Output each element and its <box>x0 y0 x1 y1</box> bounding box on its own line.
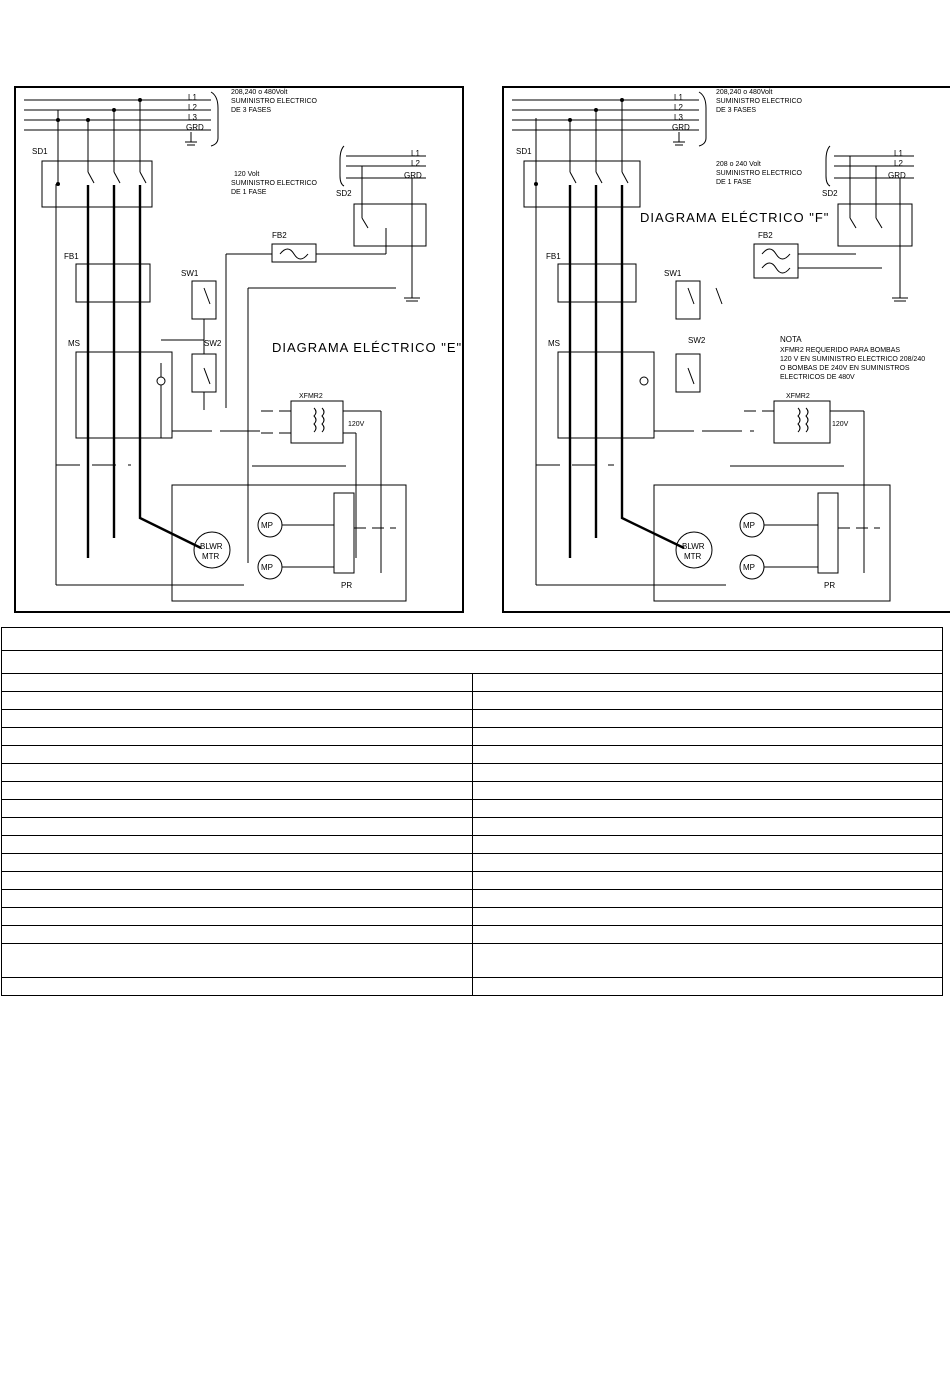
supply-1ph-label: 208 o 240 Volt <box>716 161 761 168</box>
note-line-4: ELECTRICOS DE 480V <box>780 374 855 381</box>
label-blwr: BLWR <box>682 542 705 551</box>
table-row <box>1 709 943 728</box>
label-sd1: SD1 <box>32 147 48 156</box>
table-row <box>1 817 943 836</box>
table-row <box>1 673 943 692</box>
diagram-e-title: DIAGRAMA ELÉCTRICO "E" <box>272 340 462 355</box>
label-pr: PR <box>341 581 352 590</box>
label-sw2: SW2 <box>204 339 222 348</box>
supply-3ph-label-3: DE 3 FASES <box>716 107 756 114</box>
label-fb2: FB2 <box>272 231 287 240</box>
supply-1ph-label-3: DE 1 FASE <box>231 189 267 196</box>
label-120v: 120V <box>832 421 849 428</box>
diagram-e-panel: L1 L2 L3 GRD 208,240 o 480Volt SUMINISTR… <box>14 86 464 613</box>
table-row <box>1 799 943 818</box>
label-mp-2: MP <box>261 563 273 572</box>
label-grd: GRD <box>186 123 204 132</box>
table-row <box>1 691 943 710</box>
table-row <box>1 871 943 890</box>
table-row <box>1 907 943 926</box>
label-l2-1ph: L2 <box>411 159 420 168</box>
supply-1ph-label-2: SUMINISTRO ELECTRICO <box>716 170 803 177</box>
table-row <box>1 943 943 978</box>
label-sw2: SW2 <box>688 336 706 345</box>
supply-3ph-label-2: SUMINISTRO ELECTRICO <box>716 98 803 105</box>
label-ms: MS <box>68 339 80 348</box>
label-grd-1ph: GRD <box>888 171 906 180</box>
supply-1ph-label-2: SUMINISTRO ELECTRICO <box>231 180 318 187</box>
label-xfmr2: XFMR2 <box>299 393 323 400</box>
label-fb2: FB2 <box>758 231 773 240</box>
label-mp-1: MP <box>261 521 273 530</box>
label-sw1: SW1 <box>181 269 199 278</box>
label-pr: PR <box>824 581 835 590</box>
label-sw1: SW1 <box>664 269 682 278</box>
note-line-3: O BOMBAS DE 240V EN SUMINISTROS <box>780 365 910 372</box>
label-xfmr2: XFMR2 <box>786 393 810 400</box>
label-l3: L3 <box>674 113 683 122</box>
label-ms: MS <box>548 339 560 348</box>
supply-1ph-label: 120 Volt <box>234 171 259 178</box>
label-l2-1ph: L2 <box>894 159 903 168</box>
note-line-2: 120 V EN SUMINISTRO ELECTRICO 208/240 <box>780 356 925 363</box>
label-grd-1ph: GRD <box>404 171 422 180</box>
diagram-e-schematic: L1 L2 L3 GRD 208,240 o 480Volt SUMINISTR… <box>24 89 462 602</box>
label-l1: L1 <box>188 93 197 102</box>
supply-1ph-label-3: DE 1 FASE <box>716 179 752 186</box>
supply-3ph-label: 208,240 o 480Volt <box>716 89 772 96</box>
label-sd2: SD2 <box>336 189 352 198</box>
supply-3ph-label: 208,240 o 480Volt <box>231 89 287 96</box>
label-l3: L3 <box>188 113 197 122</box>
label-sd2: SD2 <box>822 189 838 198</box>
label-120v: 120V <box>348 421 365 428</box>
note-line-1: XFMR2 REQUERIDO PARA BOMBAS <box>780 347 900 354</box>
supply-3ph-label-2: SUMINISTRO ELECTRICO <box>231 98 318 105</box>
label-blwr: BLWR <box>200 542 223 551</box>
label-l2: L2 <box>188 103 197 112</box>
label-sd1: SD1 <box>516 147 532 156</box>
table-row <box>1 727 943 746</box>
diagram-f-schematic: L1 L2 L3 GRD 208,240 o 480Volt SUMINISTR… <box>512 89 925 602</box>
label-l1-1ph: L1 <box>894 149 903 158</box>
table-row <box>1 925 943 944</box>
table-row <box>1 781 943 800</box>
table-row <box>1 977 943 996</box>
label-mp-1: MP <box>743 521 755 530</box>
diagram-f-panel: L1 L2 L3 GRD 208,240 o 480Volt SUMINISTR… <box>502 86 950 613</box>
note-title: NOTA <box>780 335 802 344</box>
legend-table <box>1 627 943 996</box>
table-row <box>1 835 943 854</box>
table-row <box>1 745 943 764</box>
table-row <box>1 763 943 782</box>
label-fb1: FB1 <box>64 252 79 261</box>
label-l1-1ph: L1 <box>411 149 420 158</box>
label-fb1: FB1 <box>546 252 561 261</box>
table-row <box>1 889 943 908</box>
label-mp-2: MP <box>743 563 755 572</box>
legend-subheader <box>1 650 943 674</box>
label-mtr: MTR <box>684 552 702 561</box>
label-l2: L2 <box>674 103 683 112</box>
legend-header <box>1 627 943 651</box>
label-mtr: MTR <box>202 552 220 561</box>
table-row <box>1 853 943 872</box>
label-l1: L1 <box>674 93 683 102</box>
supply-3ph-label-3: DE 3 FASES <box>231 107 271 114</box>
label-grd: GRD <box>672 123 690 132</box>
diagram-f-title: DIAGRAMA ELÉCTRICO "F" <box>640 210 829 225</box>
